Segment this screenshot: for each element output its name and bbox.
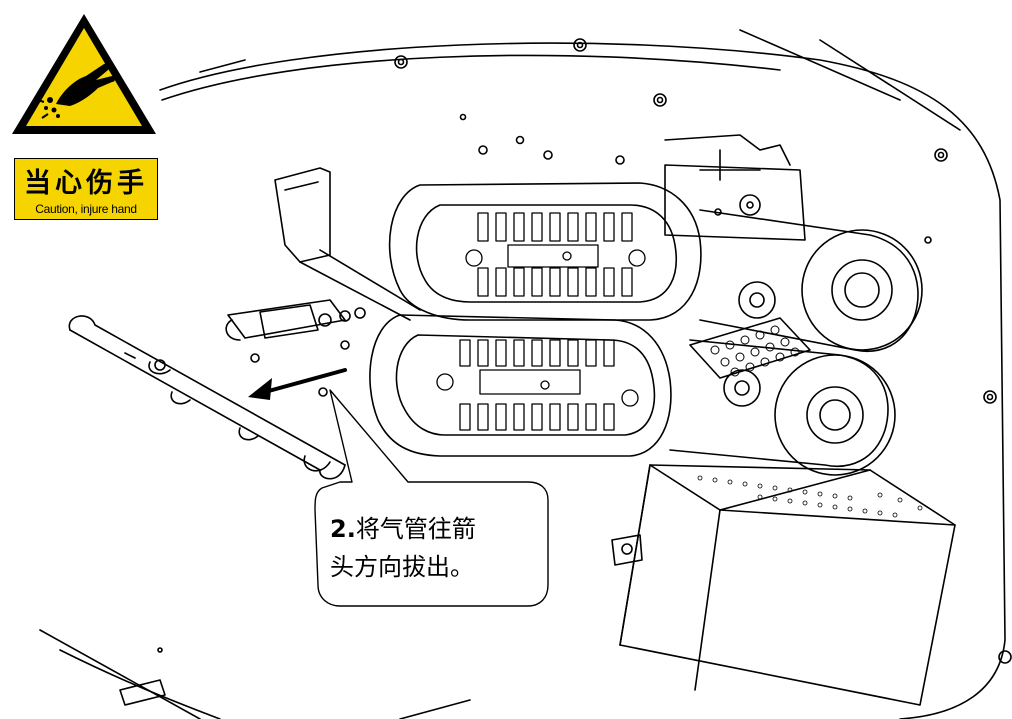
hand-injury-icon <box>12 14 156 134</box>
step-number: 2. <box>330 515 356 543</box>
upper-roller-assembly <box>388 134 923 352</box>
filter-box <box>611 464 956 706</box>
lower-roller-assembly <box>369 314 896 476</box>
warning-label-cn: 当心伤手 <box>24 168 148 199</box>
warning-label: 当心伤手 Caution, injure hand <box>14 158 158 220</box>
callout-line-1: 2.将气管往箭 <box>330 510 535 548</box>
callout-line-2: 头方向拔出。 <box>330 553 474 581</box>
panel-screws <box>394 38 1012 664</box>
bracket <box>225 167 421 397</box>
housing-panel <box>159 42 1006 719</box>
air-hose <box>68 315 346 480</box>
lower-left-parts <box>39 629 471 719</box>
callout-text: 2.将气管往箭 头方向拔出。 <box>330 510 535 586</box>
callout-bubble <box>314 389 549 607</box>
pull-direction-arrow <box>248 368 347 400</box>
warning-label-en: Caution, injure hand <box>35 202 137 216</box>
callout-line1-text: 将气管往箭 <box>355 515 476 543</box>
warning-sign: 当心伤手 Caution, injure hand <box>8 10 160 220</box>
